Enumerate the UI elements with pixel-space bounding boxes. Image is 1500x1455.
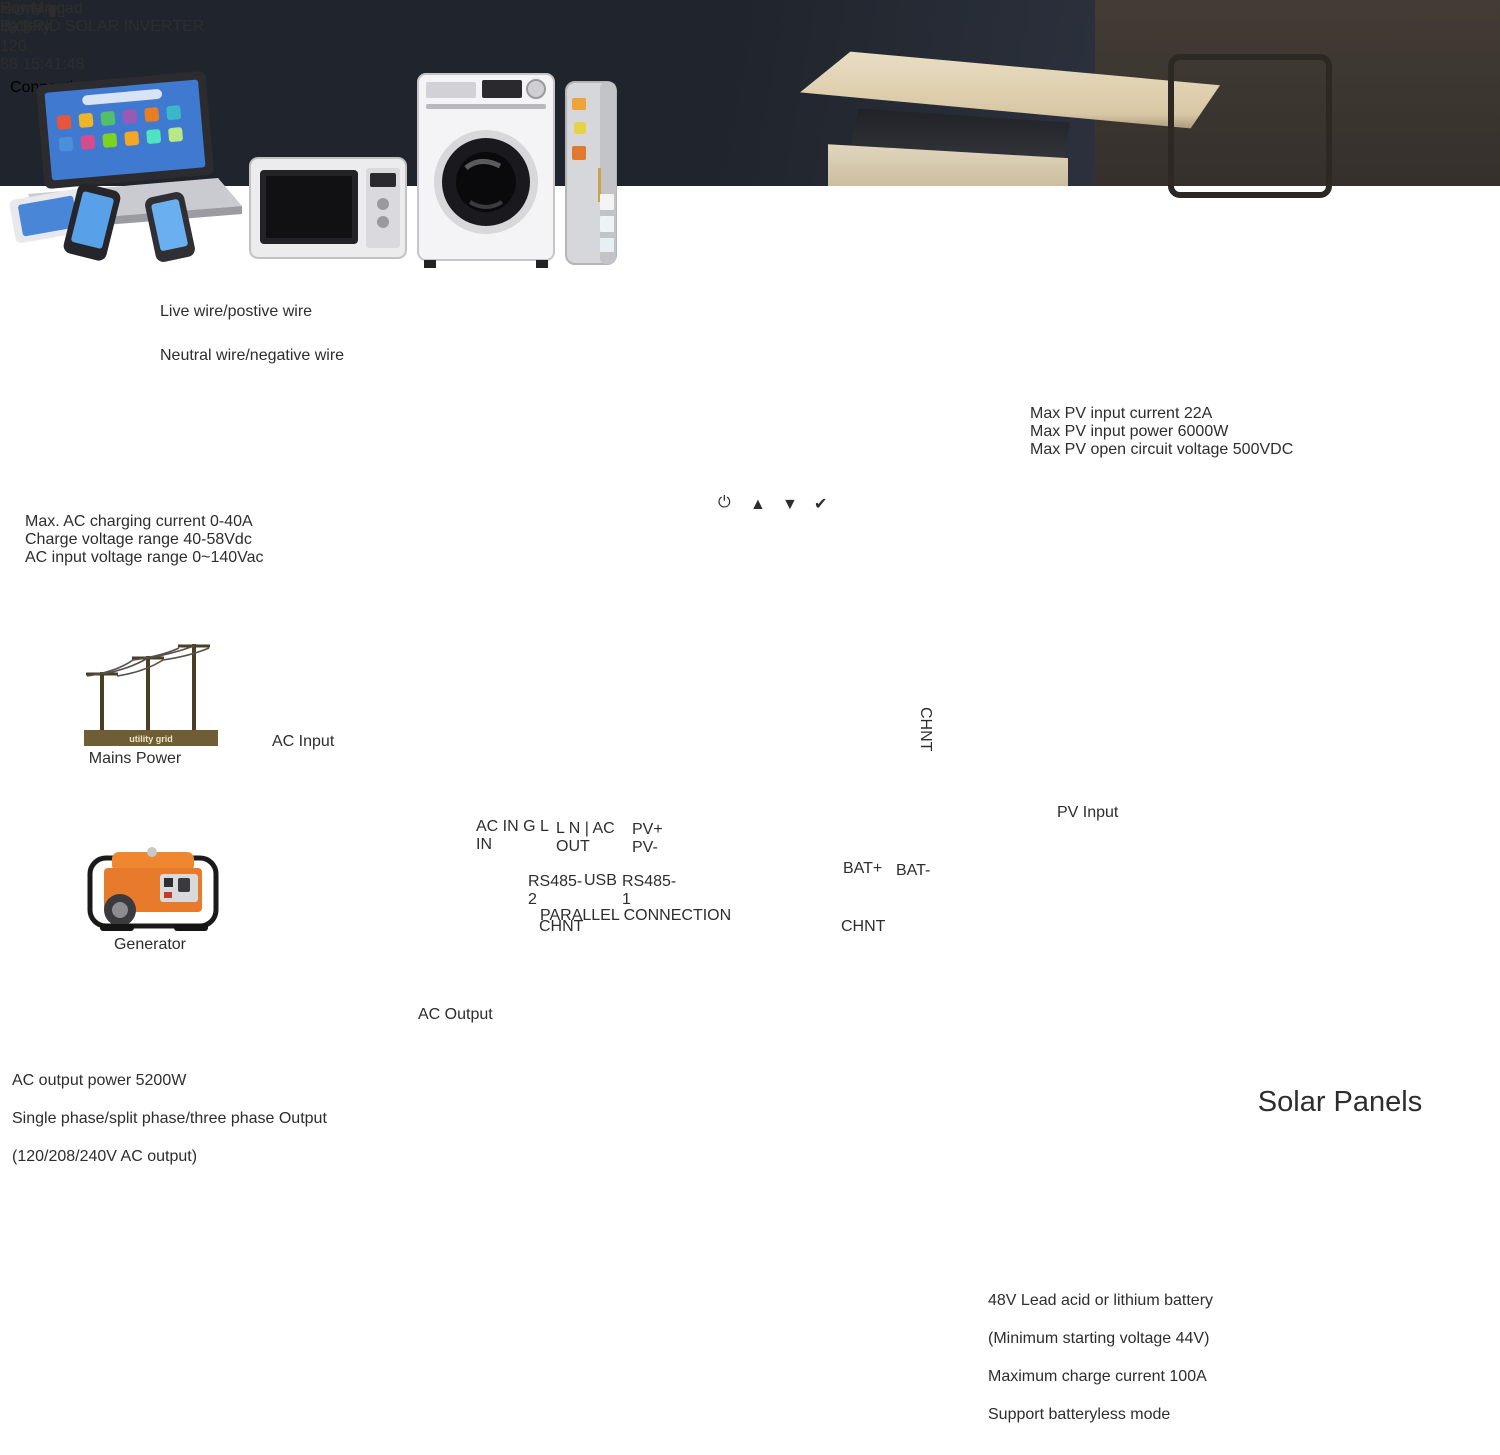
wire-live bbox=[225, 776, 495, 779]
down-icon: ▼ bbox=[782, 496, 798, 513]
wire-live bbox=[856, 1008, 859, 1118]
ac-input-label: AC Input bbox=[272, 733, 335, 750]
wire-neutral bbox=[559, 1155, 562, 1179]
ac-output-specs: AC output power 5200W Single phase/split… bbox=[12, 1062, 557, 1176]
generator-icon bbox=[87, 847, 219, 931]
usb-port[interactable] bbox=[586, 846, 616, 870]
wire-live bbox=[571, 1155, 574, 1179]
power-icon: ⏻ bbox=[718, 494, 731, 511]
parallel-terminal bbox=[542, 891, 582, 905]
wire-live bbox=[571, 1008, 574, 1086]
pv-spec-line: Max PV input power 6000W bbox=[1030, 423, 1229, 440]
bat-minus-label: BAT- bbox=[896, 862, 931, 879]
pv-spec-line: Max PV open circuit voltage 500VDC bbox=[1030, 441, 1294, 458]
laptop-icon bbox=[9, 71, 242, 262]
battery-brand: PowMr bbox=[0, 0, 50, 17]
inverter-subtitle: HYBRID SOLAR INVERTER bbox=[0, 18, 205, 35]
lcd-output-voltage: 120 bbox=[0, 38, 27, 55]
battery-tag: Battery bbox=[0, 18, 51, 35]
rs485-1-label: RS485-1 bbox=[622, 873, 677, 908]
rv-lit-window bbox=[1168, 54, 1332, 198]
battery-spec-line: Maximum charge current 100A bbox=[988, 1368, 1207, 1385]
up-icon: ▲ bbox=[750, 496, 766, 513]
lcd-status-line: 88 15:41:48 bbox=[0, 56, 85, 73]
up-button[interactable]: ▲ bbox=[750, 496, 766, 514]
rs485-2-port[interactable] bbox=[532, 843, 568, 871]
wire-live bbox=[1186, 600, 1214, 603]
ac-output-line: (120/208/240V AC output) bbox=[12, 1148, 198, 1165]
utility-grid-label: utility grid bbox=[129, 734, 173, 744]
lcd-status-icons: ≋U₁U₂▮▯ bbox=[0, 2, 66, 19]
inverter-brand: PowMr bbox=[0, 0, 50, 17]
ac-in-gland bbox=[470, 760, 520, 810]
down-button[interactable]: ▼ bbox=[782, 496, 798, 514]
parallel-label: PARALLEL CONNECTION bbox=[540, 907, 732, 924]
wire-live bbox=[1186, 600, 1189, 1037]
ac-charging-line: AC input voltage range 0~140Vac bbox=[25, 549, 264, 566]
ac-charging-specs: Max. AC charging current 0-40A Charge vo… bbox=[25, 513, 457, 567]
battery-specs: 48V Lead acid or lithium battery (Minimu… bbox=[988, 1282, 1448, 1434]
pv-spec-line: Max PV input current 22A bbox=[1030, 405, 1213, 422]
pv-gland bbox=[611, 761, 663, 813]
pv-specs: Max PV input current 22A Max PV input po… bbox=[1030, 405, 1500, 459]
battery-spec-line: 48V Lead acid or lithium battery bbox=[988, 1292, 1214, 1309]
inverter-orange-band: PowMr HYBRID SOLAR INVERTER bbox=[0, 0, 204, 36]
wire-live bbox=[225, 704, 228, 860]
battery-breaker[interactable]: CHNT bbox=[841, 918, 886, 935]
home-appliances bbox=[9, 71, 617, 268]
wire-live bbox=[1186, 1034, 1214, 1037]
wire-neutral bbox=[225, 792, 501, 795]
solar-panels-label: Solar Panels bbox=[1257, 1086, 1423, 1118]
ac-out-gland bbox=[542, 760, 594, 812]
pv-input-label: PV Input bbox=[1057, 804, 1119, 821]
rs485-2-label: RS485-2 bbox=[528, 873, 583, 908]
wire-neutral bbox=[871, 876, 874, 922]
legend-neutral-label: Neutral wire/negative wire bbox=[160, 347, 345, 364]
lcd-battery-voltage: 49.3 bbox=[0, 20, 32, 37]
battery-pack: PowMr Battery bbox=[0, 0, 51, 36]
generator-label: Generator bbox=[113, 936, 187, 953]
wire-neutral bbox=[871, 1008, 874, 1118]
fridge-icon bbox=[565, 81, 617, 265]
legend-live-label: Live wire/postive wire bbox=[160, 303, 313, 320]
rs485-1-port[interactable] bbox=[626, 843, 662, 871]
ac-charging-line: Max. AC charging current 0-40A bbox=[25, 513, 253, 530]
ac-output-breaker[interactable]: CHNT bbox=[539, 918, 584, 935]
lcd-screen: ≋U₁U₂▮▯ 49.3 120 88 15:41:48 bbox=[0, 0, 85, 74]
battery-spec-line: (Minimum starting voltage 44V) bbox=[988, 1330, 1210, 1347]
home-load-box: Home Load bbox=[0, 0, 621, 291]
parallel-terminal bbox=[492, 890, 532, 904]
enter-button[interactable]: ✔ bbox=[814, 494, 827, 514]
microwave-icon bbox=[249, 157, 407, 259]
usb-label: USB bbox=[584, 872, 617, 889]
wire-neutral bbox=[559, 1008, 562, 1086]
bat-plus-label: BAT+ bbox=[843, 860, 883, 877]
ac-out-chip: L N | AC OUT bbox=[556, 820, 615, 855]
home-load-label: Home Load bbox=[0, 0, 83, 17]
washing-machine-icon bbox=[417, 73, 555, 268]
ac-output-label: AC Output bbox=[418, 1006, 493, 1023]
cooling-fan bbox=[932, 798, 1050, 916]
pv-breaker[interactable]: CHNT bbox=[917, 707, 934, 752]
mains-power-label: Mains Power bbox=[88, 750, 182, 767]
power-button[interactable]: ⏻ bbox=[718, 494, 731, 512]
ac-in-chip: AC IN G L IN bbox=[476, 818, 549, 853]
pv-chip: PV+ PV- bbox=[632, 821, 663, 856]
utility-grid-icon: utility grid bbox=[84, 644, 218, 746]
ac-output-line: AC output power 5200W bbox=[12, 1072, 187, 1089]
pv-terminal-block bbox=[676, 840, 732, 876]
ac-output-line: Single phase/split phase/three phase Out… bbox=[12, 1110, 327, 1127]
header-banner: Connection Diagram bbox=[0, 0, 1500, 198]
ac-charging-line: Charge voltage range 40-58Vdc bbox=[25, 531, 252, 548]
check-icon: ✔ bbox=[814, 496, 828, 513]
battery-spec-line: Support batteryless mode bbox=[988, 1406, 1171, 1423]
